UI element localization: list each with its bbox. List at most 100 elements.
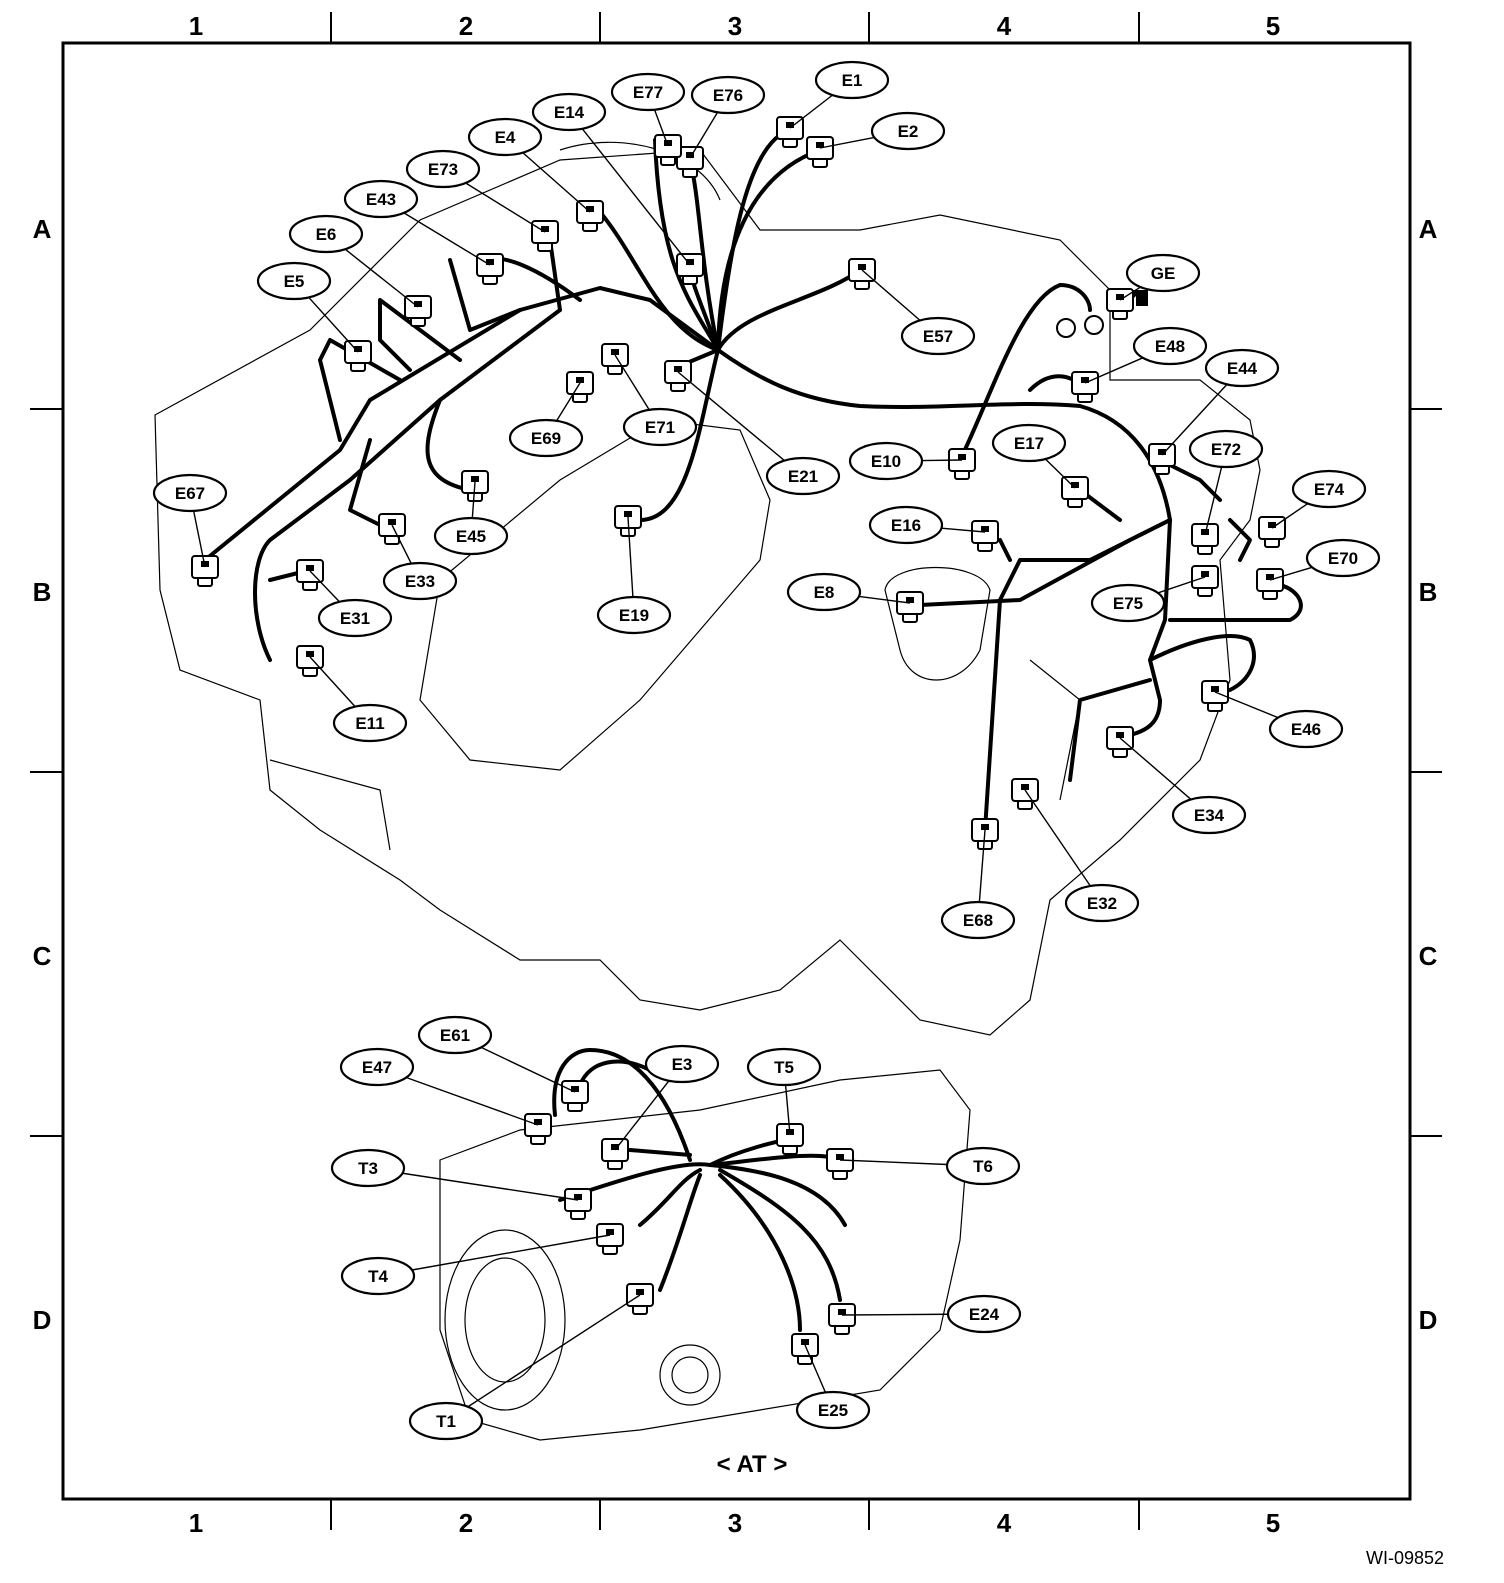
callout-e75: E75 — [1090, 583, 1166, 623]
connector — [614, 505, 642, 537]
callout-leader — [192, 510, 206, 568]
callout-label: E17 — [1014, 434, 1044, 453]
callout-oval — [332, 703, 408, 743]
callout-oval — [467, 117, 543, 157]
col-label-top: 2 — [459, 11, 473, 41]
callout-oval — [339, 1047, 415, 1087]
callout-label: E48 — [1155, 337, 1185, 356]
callout-oval — [945, 1146, 1021, 1186]
callout-label: E3 — [672, 1055, 693, 1074]
callout-oval — [408, 1401, 484, 1441]
callout-leader — [1084, 357, 1144, 384]
callout-label: T4 — [368, 1267, 388, 1286]
callout-oval — [417, 1015, 493, 1055]
callout-oval — [330, 1148, 406, 1188]
callout-label: E74 — [1314, 480, 1345, 499]
callout-e68: E68 — [940, 900, 1016, 940]
grid-ticks — [30, 12, 1442, 1530]
connector — [576, 200, 604, 232]
connector — [626, 1283, 654, 1315]
callout-label: E1 — [842, 71, 863, 90]
callout-oval — [1204, 348, 1280, 388]
connector — [461, 470, 489, 502]
col-label-top: 3 — [728, 11, 742, 41]
callout-label: E46 — [1291, 720, 1321, 739]
connector — [791, 1333, 819, 1365]
callout-oval — [1291, 469, 1367, 509]
col-label-bottom: 3 — [728, 1508, 742, 1538]
callout-label: E11 — [355, 714, 384, 733]
callout-leader — [556, 382, 581, 422]
callout-e3: E3 — [644, 1044, 720, 1084]
callout-leader — [405, 1076, 539, 1126]
callout-leader — [614, 354, 650, 411]
col-label-top: 5 — [1266, 11, 1280, 41]
callout-oval — [765, 456, 841, 496]
callout-oval — [1125, 253, 1201, 293]
callout-ge: GE — [1125, 253, 1201, 293]
callout-e16: E16 — [868, 505, 944, 545]
connector — [971, 520, 999, 552]
callout-label: GE — [1151, 264, 1176, 283]
callout-label: E4 — [495, 128, 516, 147]
callout-label: E21 — [788, 467, 818, 486]
callout-e25: E25 — [795, 1390, 871, 1430]
callout-t3: T3 — [330, 1148, 406, 1188]
callout-leader — [978, 829, 986, 903]
callout-leader — [858, 595, 911, 604]
callout-leader — [581, 128, 691, 266]
callout-label: E34 — [1194, 806, 1225, 825]
callout-oval — [900, 316, 976, 356]
row-label-right: B — [1419, 577, 1438, 607]
callout-oval — [343, 179, 419, 219]
callout-e1: E1 — [814, 60, 890, 100]
callout-e69: E69 — [508, 418, 584, 458]
connector — [561, 1080, 589, 1112]
callout-oval — [622, 407, 698, 447]
connector — [1256, 568, 1284, 600]
callout-e32: E32 — [1064, 883, 1140, 923]
callout-oval — [814, 60, 890, 100]
callout-leader — [627, 516, 634, 598]
callout-leader — [1269, 566, 1313, 581]
callout-t5: T5 — [746, 1047, 822, 1087]
callout-label: E68 — [963, 911, 993, 930]
callout-label: E57 — [923, 327, 953, 346]
callout-oval — [848, 441, 924, 481]
callout-label: E31 — [340, 609, 370, 628]
connector — [896, 591, 924, 623]
col-label-bottom: 2 — [459, 1508, 473, 1538]
callout-label: E69 — [531, 429, 561, 448]
ground-arrow-icon — [1112, 290, 1148, 318]
callout-leader — [309, 656, 356, 708]
connector — [564, 1188, 592, 1220]
callout-label: E71 — [645, 418, 675, 437]
connector — [828, 1303, 856, 1335]
callout-label: E61 — [440, 1026, 470, 1045]
callout-label: E14 — [554, 103, 585, 122]
diagram-frame — [61, 41, 1412, 1501]
connector — [296, 559, 324, 591]
callout-e34: E34 — [1171, 795, 1247, 835]
callout-e5: E5 — [256, 261, 332, 301]
callout-e45: E45 — [433, 516, 509, 556]
callout-e14: E14 — [531, 92, 607, 132]
callout-e4: E4 — [467, 117, 543, 157]
connector — [806, 136, 834, 168]
callout-label: E8 — [814, 583, 835, 602]
callout-e33: E33 — [382, 561, 458, 601]
callout-label: E24 — [969, 1305, 1000, 1324]
callout-t6: T6 — [945, 1146, 1021, 1186]
callout-e74: E74 — [1291, 469, 1367, 509]
callout-oval — [1064, 883, 1140, 923]
callout-label: E77 — [633, 83, 663, 102]
callout-leader — [653, 109, 669, 147]
callout-leader — [1119, 737, 1192, 800]
ground-terminal — [1056, 315, 1104, 338]
row-label-right: D — [1419, 1305, 1438, 1335]
callout-leader — [402, 1172, 579, 1201]
callout-e73: E73 — [405, 149, 481, 189]
callout-oval — [1132, 326, 1208, 366]
callout-oval — [940, 900, 1016, 940]
callout-e44: E44 — [1204, 348, 1280, 388]
